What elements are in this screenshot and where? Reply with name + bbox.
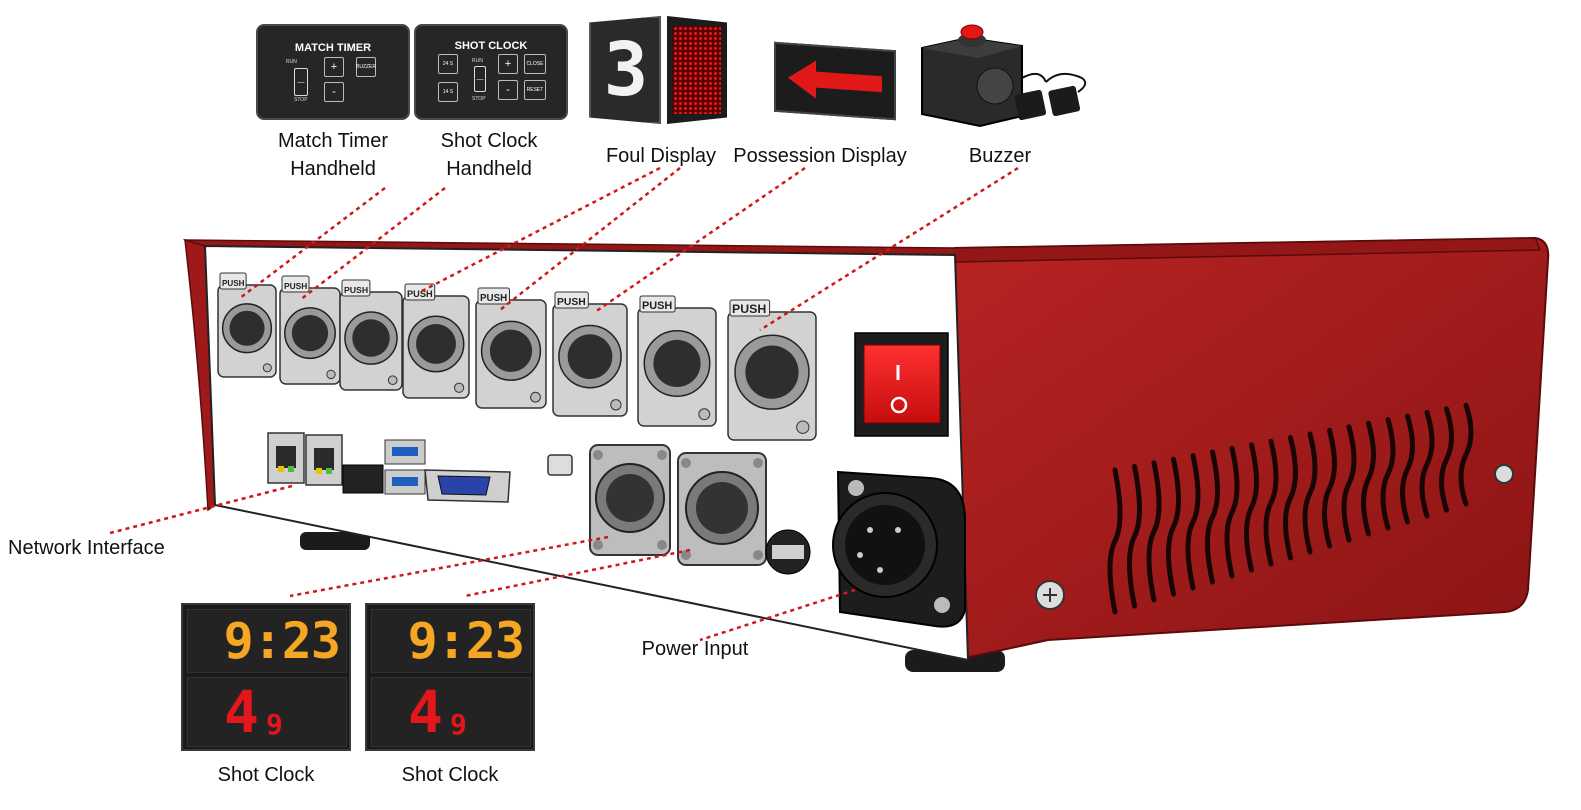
push-label: PUSH bbox=[284, 281, 307, 291]
buzzer-unit bbox=[921, 24, 1087, 128]
plus-button[interactable]: + bbox=[324, 57, 344, 77]
foul-display-led-side bbox=[667, 16, 727, 124]
close-button[interactable]: CLOSE bbox=[524, 54, 546, 74]
label-power-input: Power Input bbox=[641, 638, 749, 660]
shot-time-tenth: 9 bbox=[266, 708, 283, 741]
xlr-connector[interactable]: PUSH bbox=[727, 299, 817, 441]
game-time-panel: 9:23 bbox=[371, 609, 531, 673]
label-buzzer: Buzzer bbox=[968, 145, 1032, 167]
shot-time-panel: 4 9 bbox=[187, 677, 347, 747]
shot-time-main: 4 bbox=[408, 678, 443, 746]
push-label: PUSH bbox=[557, 297, 586, 308]
leader-line bbox=[419, 166, 661, 294]
shot-clock-handheld: SHOT CLOCK 24 S 14 S RUN — STOP + - CLOS… bbox=[414, 24, 568, 120]
match-timer-handheld: MATCH TIMER RUN — STOP + - BUZZER bbox=[256, 24, 410, 120]
btn-14s[interactable]: 14 S bbox=[438, 82, 458, 102]
xlr-connector[interactable]: PUSH bbox=[475, 287, 547, 409]
push-label: PUSH bbox=[407, 289, 433, 299]
network-ports bbox=[267, 432, 511, 503]
run-label: RUN bbox=[286, 59, 297, 65]
label-possession-display: Possession Display bbox=[733, 145, 907, 167]
reset-button[interactable]: RESET bbox=[524, 80, 546, 100]
foul-digit: 3 bbox=[603, 27, 649, 113]
run-label: RUN bbox=[472, 58, 483, 64]
push-label: PUSH bbox=[732, 302, 766, 316]
shot-time-tenth: 9 bbox=[450, 708, 467, 741]
enclosure-left-lip bbox=[184, 238, 216, 512]
label-shot-clock-handheld: Shot Clock Handheld bbox=[440, 130, 538, 180]
label-shot-clock-1: Shot Clock bbox=[217, 764, 315, 786]
xlr-connector[interactable]: PUSH bbox=[552, 291, 628, 417]
buzzer-button[interactable]: BUZZER bbox=[356, 57, 376, 77]
shot-clock-display: 9:23 4 9 bbox=[365, 603, 535, 751]
leader-line bbox=[299, 187, 446, 301]
xlr-connector[interactable]: PUSH bbox=[279, 275, 341, 385]
run-stop-switch[interactable]: — bbox=[474, 66, 486, 92]
leader-line bbox=[464, 548, 691, 598]
leader-line bbox=[759, 166, 1019, 332]
btn-24s[interactable]: 24 S bbox=[438, 54, 458, 74]
minus-button[interactable]: - bbox=[324, 82, 344, 102]
xlr-connector[interactable]: PUSH bbox=[637, 295, 717, 427]
shot-time-main: 4 bbox=[224, 678, 259, 746]
foul-display-digit-side: 3 bbox=[589, 16, 661, 124]
shot-clock-connector[interactable] bbox=[589, 444, 671, 556]
label-match-timer-handheld: Match Timer Handheld bbox=[277, 130, 389, 180]
xlr-connector[interactable]: PUSH bbox=[339, 279, 403, 391]
stop-label: STOP bbox=[294, 97, 308, 103]
shot-time-panel: 4 9 bbox=[371, 677, 531, 747]
hdmi-port[interactable] bbox=[342, 464, 384, 494]
shot-clock-title: SHOT CLOCK bbox=[454, 40, 528, 52]
leader-line bbox=[499, 167, 681, 311]
aux-push-connector[interactable] bbox=[765, 529, 811, 575]
xlr-connector-row: PUSH PUSH PUSH PUSH PUSH PUSH PUSH PUSH bbox=[217, 272, 817, 441]
shot-clock-display: 9:23 4 9 bbox=[181, 603, 351, 751]
plus-button[interactable]: + bbox=[498, 54, 518, 74]
possession-arrow bbox=[788, 60, 882, 99]
stop-label: STOP bbox=[472, 96, 486, 102]
minus-button[interactable]: - bbox=[498, 80, 518, 100]
push-label: PUSH bbox=[642, 300, 672, 312]
leader-lines bbox=[109, 166, 1019, 642]
label-foul-display: Foul Display bbox=[605, 145, 717, 167]
xlr-connector[interactable]: PUSH bbox=[217, 272, 277, 378]
enclosure-foot bbox=[300, 532, 370, 550]
leader-line bbox=[289, 535, 609, 598]
xlr-connector[interactable]: PUSH bbox=[402, 283, 470, 399]
power-input-connector[interactable] bbox=[832, 470, 966, 628]
run-stop-switch[interactable]: — bbox=[294, 68, 308, 96]
game-time-readout: 9:23 bbox=[407, 612, 525, 670]
vent-slots bbox=[1107, 402, 1474, 615]
push-label: PUSH bbox=[480, 293, 507, 304]
label-network-interface: Network Interface bbox=[8, 537, 165, 559]
antenna-connector bbox=[547, 454, 573, 476]
shot-clock-connector[interactable] bbox=[677, 452, 767, 566]
push-label: PUSH bbox=[344, 285, 368, 295]
leader-line bbox=[239, 187, 386, 299]
possession-display bbox=[774, 41, 896, 121]
match-timer-title: MATCH TIMER bbox=[294, 42, 372, 54]
push-label: PUSH bbox=[222, 279, 245, 288]
side-screw bbox=[1494, 464, 1514, 484]
leader-line bbox=[594, 166, 806, 314]
game-time-readout: 9:23 bbox=[223, 612, 341, 670]
leader-line bbox=[699, 588, 856, 642]
label-shot-clock-2: Shot Clock bbox=[401, 764, 499, 786]
game-time-panel: 9:23 bbox=[187, 609, 347, 673]
